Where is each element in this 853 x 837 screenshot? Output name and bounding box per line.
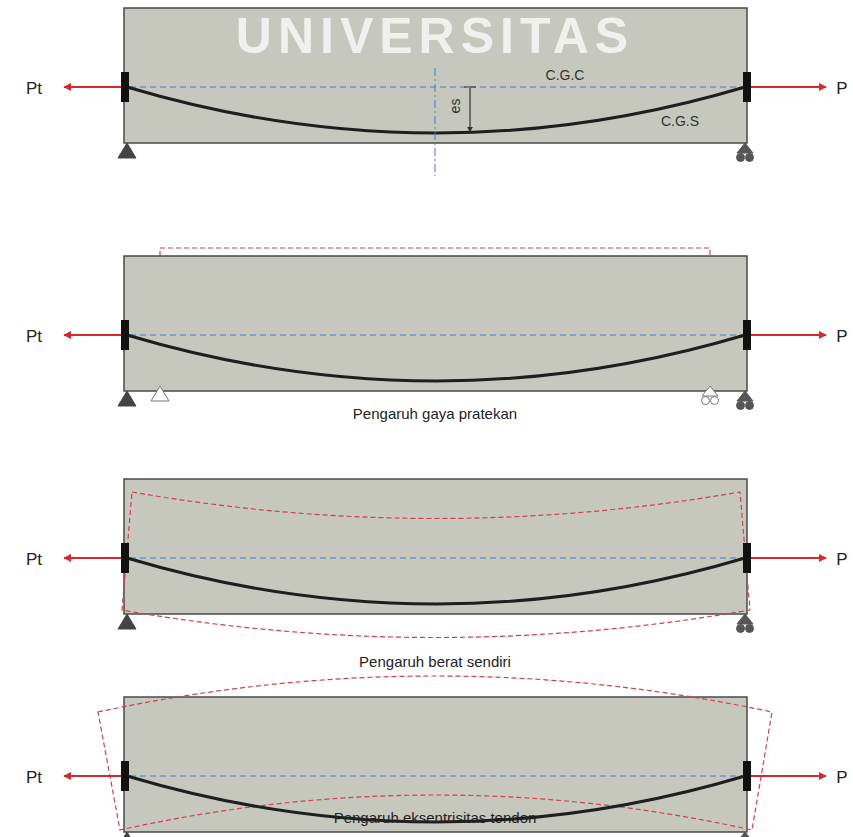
force-label: P xyxy=(836,769,847,786)
beam-panel xyxy=(64,676,826,837)
concrete-beam xyxy=(124,479,747,614)
prestress-arrow xyxy=(64,334,121,336)
force-label: Pt xyxy=(26,551,42,568)
roller-wheel xyxy=(746,154,754,162)
concrete-beam xyxy=(124,256,747,391)
roller-support xyxy=(737,614,753,624)
roller-support xyxy=(702,386,718,396)
roller-wheel xyxy=(737,402,745,410)
roller-wheel xyxy=(737,154,745,162)
prestress-arrow xyxy=(64,775,121,777)
force-label: Pt xyxy=(26,328,42,345)
force-label: P xyxy=(836,551,847,568)
anchor-plate xyxy=(743,543,751,573)
force-label: P xyxy=(836,80,847,98)
force-label: Pt xyxy=(26,769,42,787)
force-label: Pt xyxy=(26,80,42,98)
tendon xyxy=(127,87,745,133)
roller-wheel xyxy=(746,402,754,410)
prestress-arrow xyxy=(751,86,826,88)
roller-support xyxy=(737,391,753,401)
roller-wheel xyxy=(737,625,745,633)
roller-wheel xyxy=(702,397,710,405)
anchor-plate xyxy=(121,72,129,102)
force-label: Pt xyxy=(26,551,42,569)
caption-text: Pengaruh gaya pratekan xyxy=(353,405,517,423)
eccentricity-label: es xyxy=(448,99,462,114)
cgs-label: C.G.S xyxy=(661,112,699,130)
force-label: P xyxy=(836,80,847,97)
pin-support xyxy=(118,391,136,406)
cgc-line xyxy=(130,775,742,776)
anchor-plate xyxy=(121,761,129,791)
center-line xyxy=(435,68,436,176)
roller-support xyxy=(737,143,753,153)
force-label: P xyxy=(836,551,847,569)
roller-support xyxy=(737,832,753,837)
anchor-plate xyxy=(743,72,751,102)
pin-support xyxy=(118,832,136,837)
eccentricity-label: es xyxy=(446,99,464,114)
sagging-outline xyxy=(122,492,750,638)
cgc-label: C.G.C xyxy=(546,66,585,84)
cgc-line xyxy=(130,334,742,335)
caption-text: Pengaruh berat sendiri xyxy=(359,654,511,669)
prestress-arrow xyxy=(751,334,826,336)
beam-panel xyxy=(64,248,826,410)
beam-panel xyxy=(64,479,826,638)
watermark-text: UNIVERSITAS xyxy=(236,11,634,61)
prestress-arrow xyxy=(64,86,121,88)
beam-panel xyxy=(64,8,826,176)
caption-text: Pengaruh berat sendiri xyxy=(359,653,511,671)
tendon xyxy=(127,335,745,381)
caption-text: Pengaruh eksentrisitas tendon xyxy=(334,810,537,825)
cgc-line xyxy=(130,86,742,87)
anchor-plate xyxy=(743,761,751,791)
force-label: Pt xyxy=(26,328,42,346)
pin-support xyxy=(118,143,136,158)
prestress-arrow xyxy=(751,775,826,777)
hogging-outline xyxy=(98,676,772,830)
anchor-plate xyxy=(743,320,751,350)
force-label: P xyxy=(836,328,847,345)
roller-wheel xyxy=(746,625,754,633)
cgc-label: C.G.C xyxy=(546,68,585,82)
caption-text: Pengaruh gaya pratekan xyxy=(353,406,517,421)
anchor-plate xyxy=(121,543,129,573)
force-label: P xyxy=(836,769,847,787)
caption-text: Pengaruh eksentrisitas tendon xyxy=(334,809,537,827)
force-label: Pt xyxy=(26,769,42,786)
prestress-arrow xyxy=(64,557,121,559)
cgs-label: C.G.S xyxy=(661,114,699,128)
eccentricity-arrow xyxy=(469,88,470,132)
force-label: P xyxy=(836,328,847,346)
force-label: Pt xyxy=(26,80,42,97)
cgc-line xyxy=(130,557,742,558)
tendon xyxy=(127,558,745,604)
watermark-text: UNIVERSITAS xyxy=(236,11,634,61)
prestress-arrow xyxy=(751,557,826,559)
pin-support xyxy=(118,614,136,629)
roller-wheel xyxy=(711,397,719,405)
pin-support xyxy=(151,386,169,401)
anchor-plate xyxy=(121,320,129,350)
eccentricity-tick xyxy=(464,87,476,88)
